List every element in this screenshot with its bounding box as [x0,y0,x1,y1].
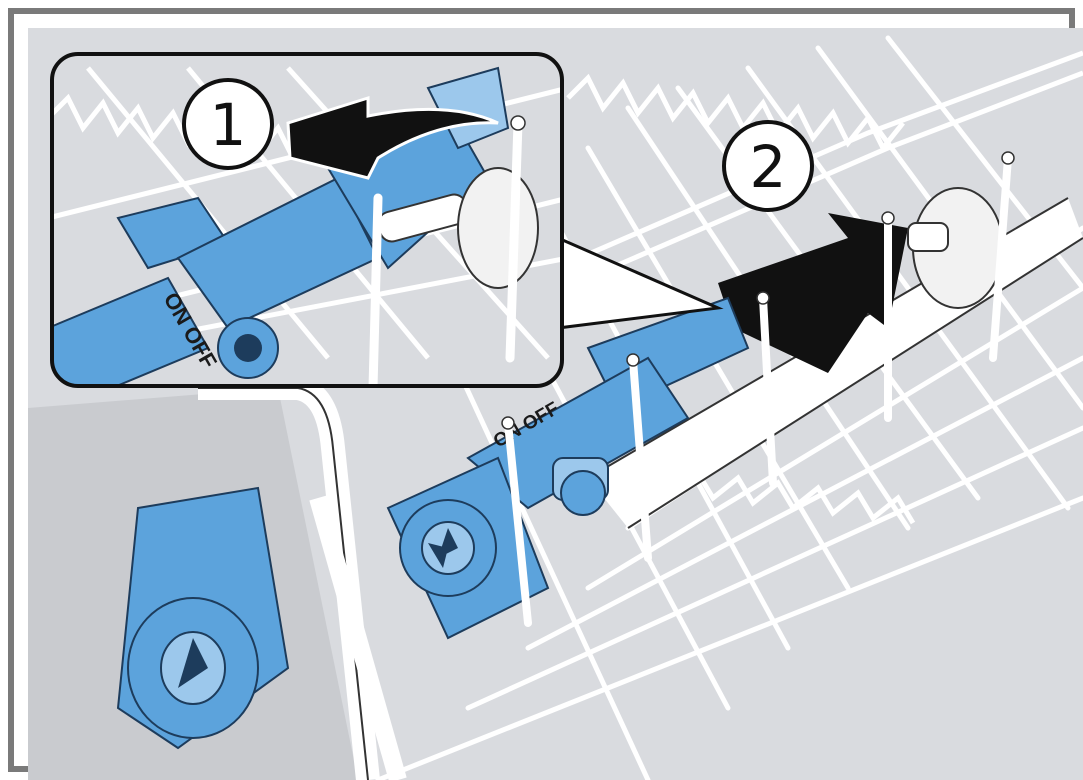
dishwasher-rack-illustration: ON OFF [28,28,1083,780]
step-1-badge: 1 [184,80,272,168]
step-2-badge: 2 [724,122,812,210]
step-2-number: 2 [750,133,787,201]
illustration-frame: ON OFF [8,8,1075,772]
zoom-inset: ON OFF [48,54,568,398]
step-1-number: 1 [210,91,247,159]
